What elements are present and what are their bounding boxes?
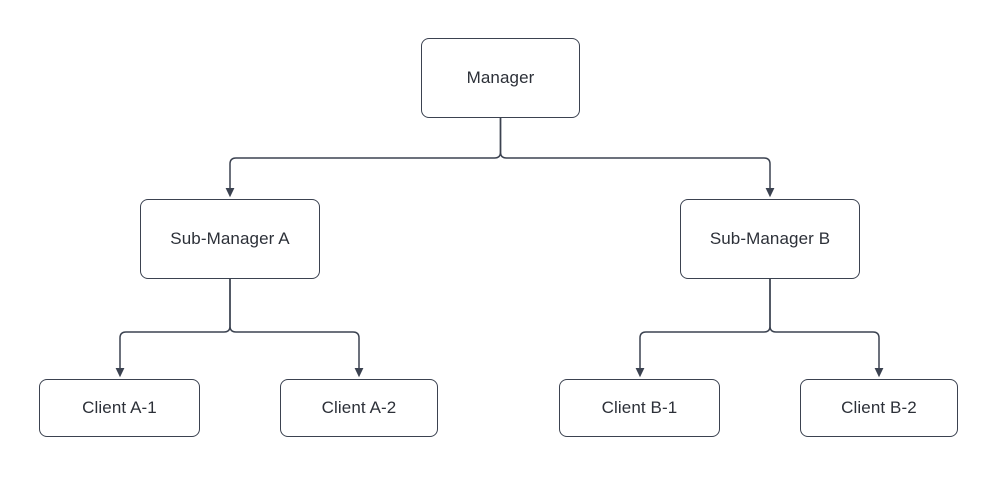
node-client-b-2-label: Client B-2 xyxy=(841,397,917,417)
edge-sub-manager-b-to-client-b-1 xyxy=(635,279,771,378)
edge-manager-to-sub-manager-b xyxy=(499,118,775,198)
node-client-a-2-label: Client A-2 xyxy=(321,397,397,417)
node-sub-manager-b[interactable]: Sub-Manager B xyxy=(680,199,860,279)
node-client-a-1-label: Client A-1 xyxy=(82,397,157,417)
node-client-a-2[interactable]: Client A-2 xyxy=(280,379,438,437)
edge-manager-to-sub-manager-a xyxy=(225,118,502,198)
node-manager-label: Manager xyxy=(466,67,535,87)
node-sub-manager-a[interactable]: Sub-Manager A xyxy=(140,199,320,279)
node-sub-manager-a-label: Sub-Manager A xyxy=(170,228,290,248)
node-sub-manager-b-label: Sub-Manager B xyxy=(709,228,831,248)
node-client-b-1-label: Client B-1 xyxy=(601,397,678,417)
node-client-a-1[interactable]: Client A-1 xyxy=(39,379,200,437)
edge-sub-manager-a-to-client-a-1 xyxy=(115,279,231,378)
node-client-b-2[interactable]: Client B-2 xyxy=(800,379,958,437)
node-client-b-1[interactable]: Client B-1 xyxy=(559,379,720,437)
node-manager[interactable]: Manager xyxy=(421,38,580,118)
edge-sub-manager-a-to-client-a-2 xyxy=(229,279,364,378)
edge-sub-manager-b-to-client-b-2 xyxy=(769,279,884,378)
